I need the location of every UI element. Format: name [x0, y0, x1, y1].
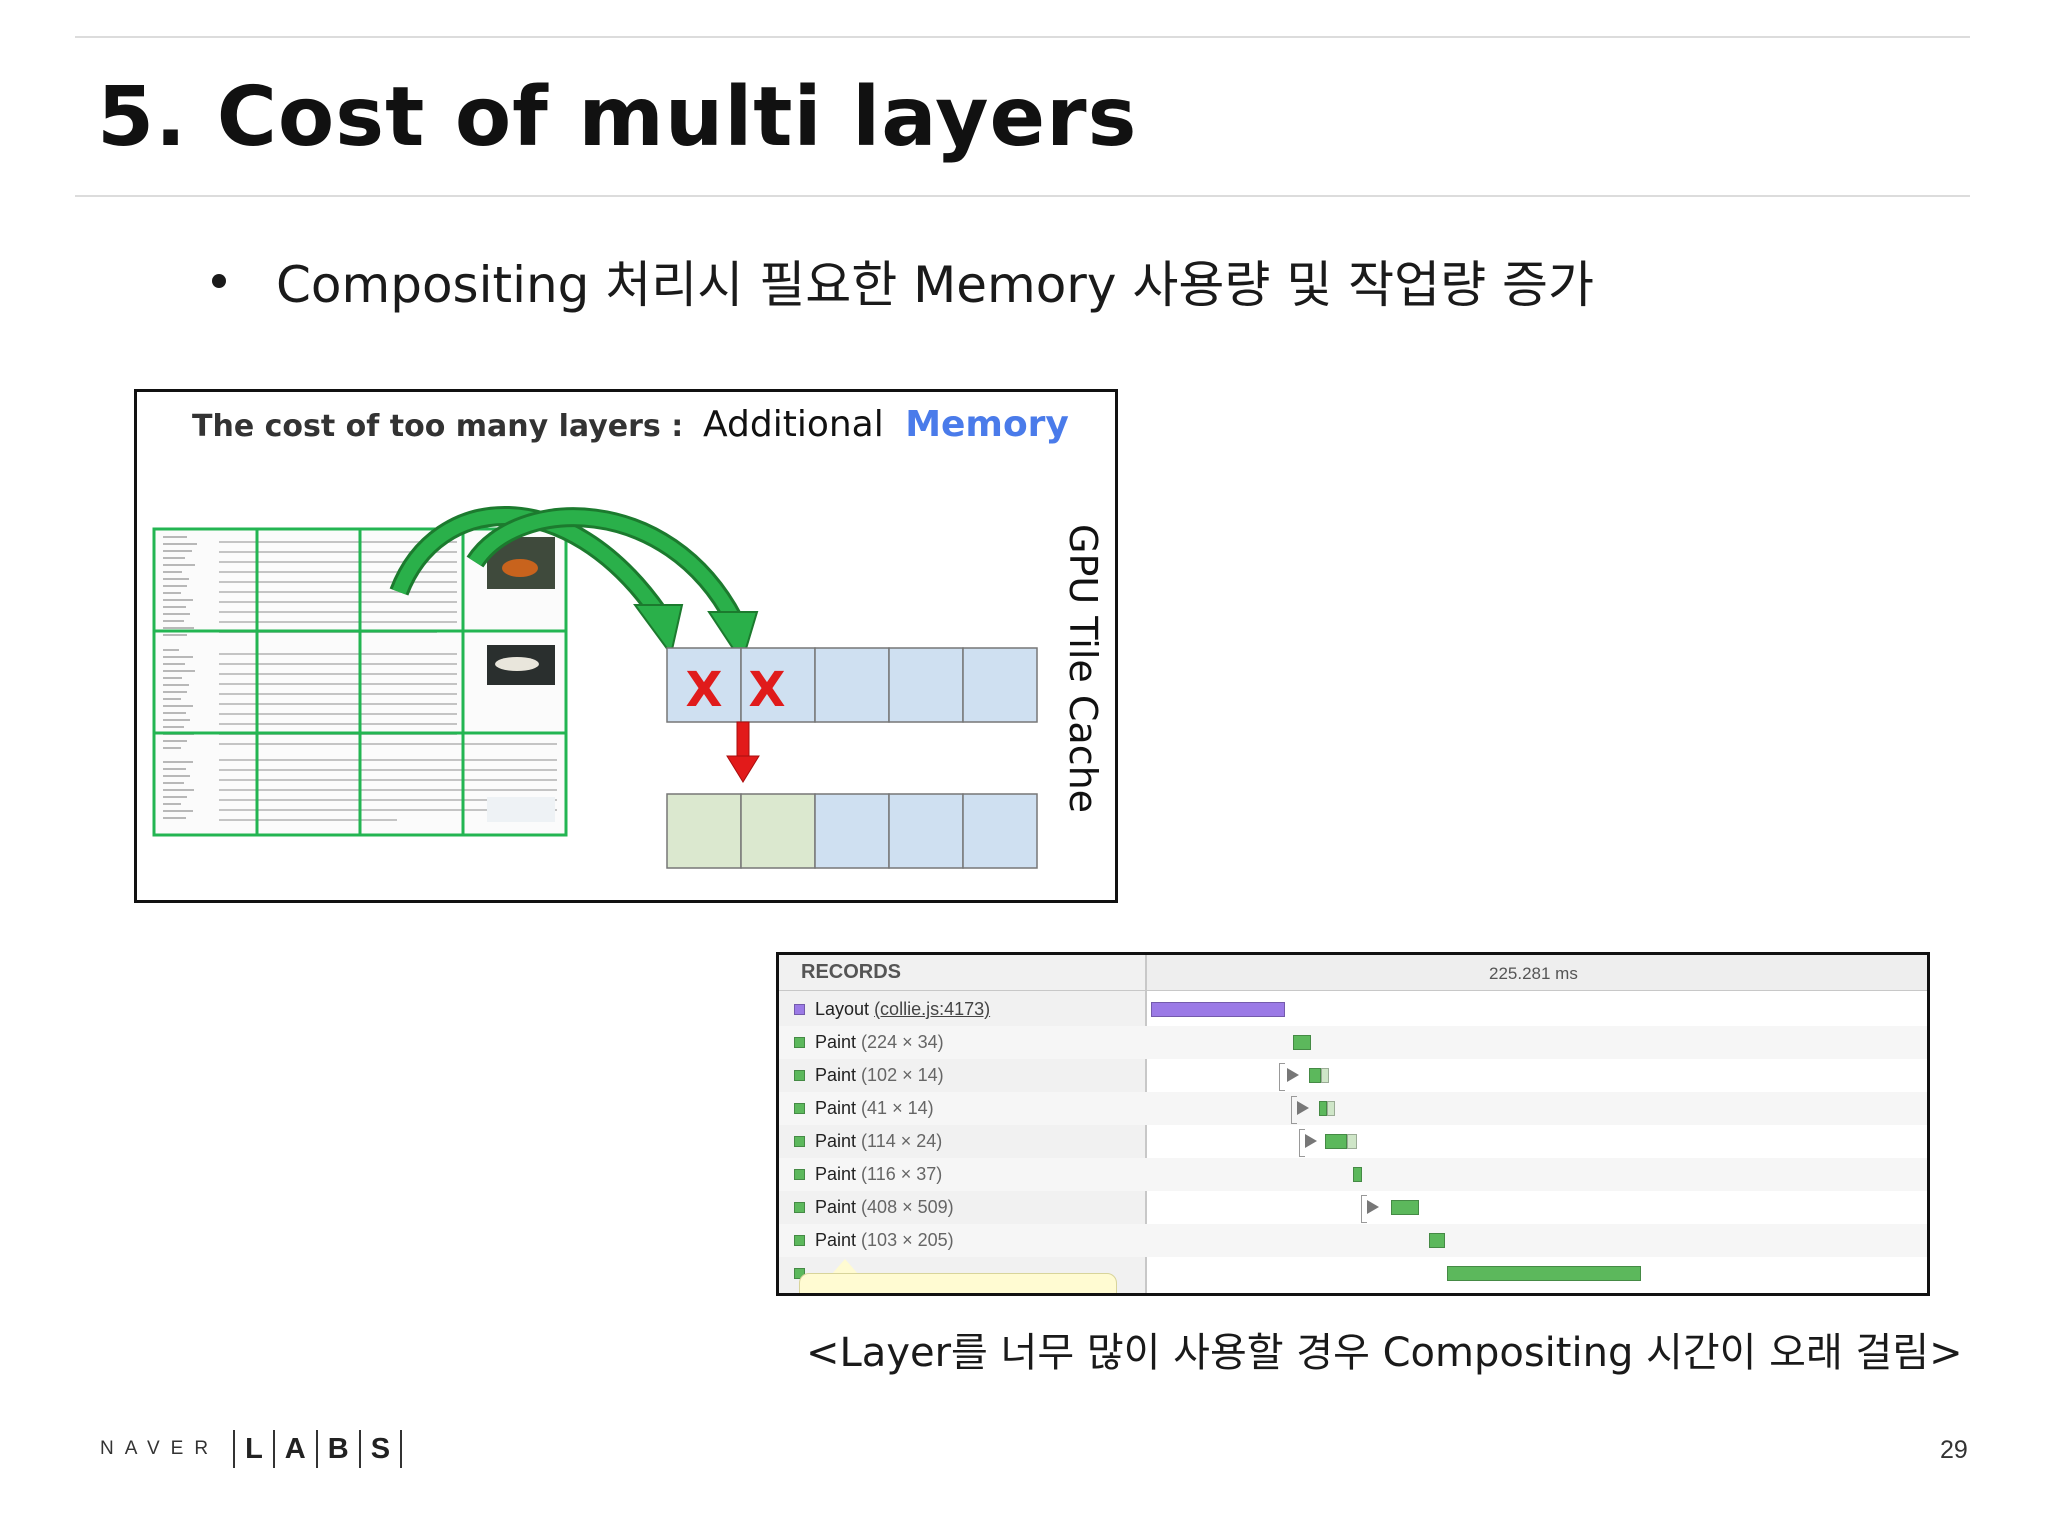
record-detail: (102 × 14) — [861, 1065, 944, 1085]
bullet-dot-icon — [212, 274, 226, 288]
record-detail: (224 × 34) — [861, 1032, 944, 1052]
figure-heading: The cost of too many layers : — [192, 409, 683, 444]
records-title: RECORDS — [801, 961, 902, 983]
timeline-bar[interactable] — [1447, 1266, 1641, 1281]
down-arrow-icon — [726, 721, 760, 783]
svg-text:Additional Memory: Additional Memory — [703, 404, 1069, 445]
record-name: Paint — [815, 1197, 857, 1217]
record-detail: (103 × 205) — [861, 1230, 954, 1250]
x-mark-1: X — [685, 662, 722, 718]
figure-heading-memory: Memory — [905, 404, 1069, 445]
webpage-thumbnail — [152, 527, 568, 837]
record-color-swatch — [794, 1070, 805, 1081]
record-name: Paint — [815, 1065, 857, 1085]
top-rule — [75, 36, 1970, 38]
record-color-swatch — [794, 1136, 805, 1147]
record-row[interactable]: Paint (41 × 14) — [779, 1092, 1927, 1125]
bird-photo-3 — [487, 797, 555, 822]
title-rule — [75, 195, 1970, 197]
timeline-bar[interactable] — [1151, 1002, 1285, 1017]
logo-letter: L — [245, 1432, 263, 1465]
timeline-bar[interactable] — [1293, 1035, 1311, 1050]
record-name: Paint — [815, 1230, 857, 1250]
record-bracket — [1291, 1096, 1297, 1124]
record-color-swatch — [794, 1103, 805, 1114]
record-detail: (116 × 37) — [861, 1164, 943, 1184]
record-row[interactable]: Paint (102 × 14) — [779, 1059, 1927, 1092]
record-color-swatch — [794, 1037, 805, 1048]
record-color-swatch — [794, 1169, 805, 1180]
record-detail: (114 × 24) — [861, 1131, 943, 1151]
records-list: Layout (collie.js:4173) Paint (224 × 34)… — [779, 993, 1927, 1290]
record-name: Paint — [815, 1032, 857, 1052]
record-row[interactable]: Paint (408 × 509) — [779, 1191, 1927, 1224]
logo-letter: S — [370, 1432, 391, 1465]
tile-grid — [152, 527, 568, 837]
timeline-bar[interactable] — [1325, 1134, 1347, 1149]
logo-letter: B — [327, 1432, 349, 1465]
expand-triangle-icon[interactable] — [1297, 1101, 1309, 1115]
record-bracket — [1279, 1063, 1285, 1091]
timeline-duration: 225.281 ms — [1489, 964, 1578, 983]
record-bracket — [1361, 1195, 1367, 1223]
record-detail: (408 × 509) — [861, 1197, 954, 1217]
copy-arrows — [389, 506, 759, 665]
record-name: Paint — [815, 1098, 857, 1118]
record-detail: (41 × 14) — [861, 1098, 934, 1118]
gpu-tile-row-before — [666, 647, 1038, 723]
page-number: 29 — [1940, 1436, 1968, 1464]
logo-naver-text: NAVER — [100, 1438, 220, 1459]
layers-memory-diagram: The cost of too many layers : Additional… — [152, 404, 1105, 869]
expand-triangle-icon[interactable] — [1287, 1068, 1299, 1082]
record-row[interactable]: Paint (103 × 205) — [779, 1224, 1927, 1257]
gpu-tile-row-after — [666, 793, 1038, 869]
timeline-bar[interactable] — [1429, 1233, 1445, 1248]
record-row[interactable]: Paint (114 × 24) — [779, 1125, 1927, 1158]
record-name: Paint — [815, 1164, 857, 1184]
tooltip-pointer — [831, 1259, 859, 1275]
record-row[interactable]: Paint (224 × 34) — [779, 1026, 1927, 1059]
timeline-bar[interactable] — [1309, 1068, 1321, 1083]
timeline-bar[interactable] — [1353, 1167, 1362, 1182]
details-tooltip — [799, 1273, 1117, 1293]
records-header: RECORDS 225.281 ms — [779, 955, 1927, 991]
record-row-partial[interactable] — [779, 1257, 1927, 1290]
record-source-link[interactable]: (collie.js:4173) — [874, 999, 991, 1019]
record-bracket — [1299, 1129, 1305, 1157]
slide-title: 5. Cost of multi layers — [97, 70, 1138, 165]
record-row[interactable]: Paint (116 × 37) — [779, 1158, 1927, 1191]
bullet-item: Compositing 처리시 필요한 Memory 사용량 및 작업량 증가 — [212, 245, 1594, 317]
record-color-swatch — [794, 1235, 805, 1246]
record-row[interactable]: Layout (collie.js:4173) — [779, 993, 1927, 1026]
record-name: Layout — [815, 999, 870, 1019]
timeline-records-panel: RECORDS 225.281 ms Layout (collie.js:417… — [776, 952, 1930, 1296]
figure-caption: <Layer를 너무 많이 사용할 경우 Compositing 시간이 오래 … — [806, 1330, 1963, 1376]
layers-memory-figure: The cost of too many layers : Additional… — [134, 389, 1118, 903]
naver-labs-logo: NAVER L A B S — [100, 1430, 412, 1468]
expand-triangle-icon[interactable] — [1367, 1200, 1379, 1214]
expand-triangle-icon[interactable] — [1305, 1134, 1317, 1148]
record-color-swatch — [794, 1202, 805, 1213]
x-mark-2: X — [748, 662, 785, 718]
timeline-bar[interactable] — [1391, 1200, 1419, 1215]
gpu-tile-cache-label: GPU Tile Cache — [1061, 524, 1105, 813]
timeline-bar[interactable] — [1319, 1101, 1327, 1116]
figure-heading-additional: Additional — [703, 404, 884, 445]
logo-letter: A — [284, 1432, 306, 1465]
bullet-text: Compositing 처리시 필요한 Memory 사용량 및 작업량 증가 — [276, 256, 1595, 314]
record-name: Paint — [815, 1131, 857, 1151]
record-color-swatch — [794, 1004, 805, 1015]
